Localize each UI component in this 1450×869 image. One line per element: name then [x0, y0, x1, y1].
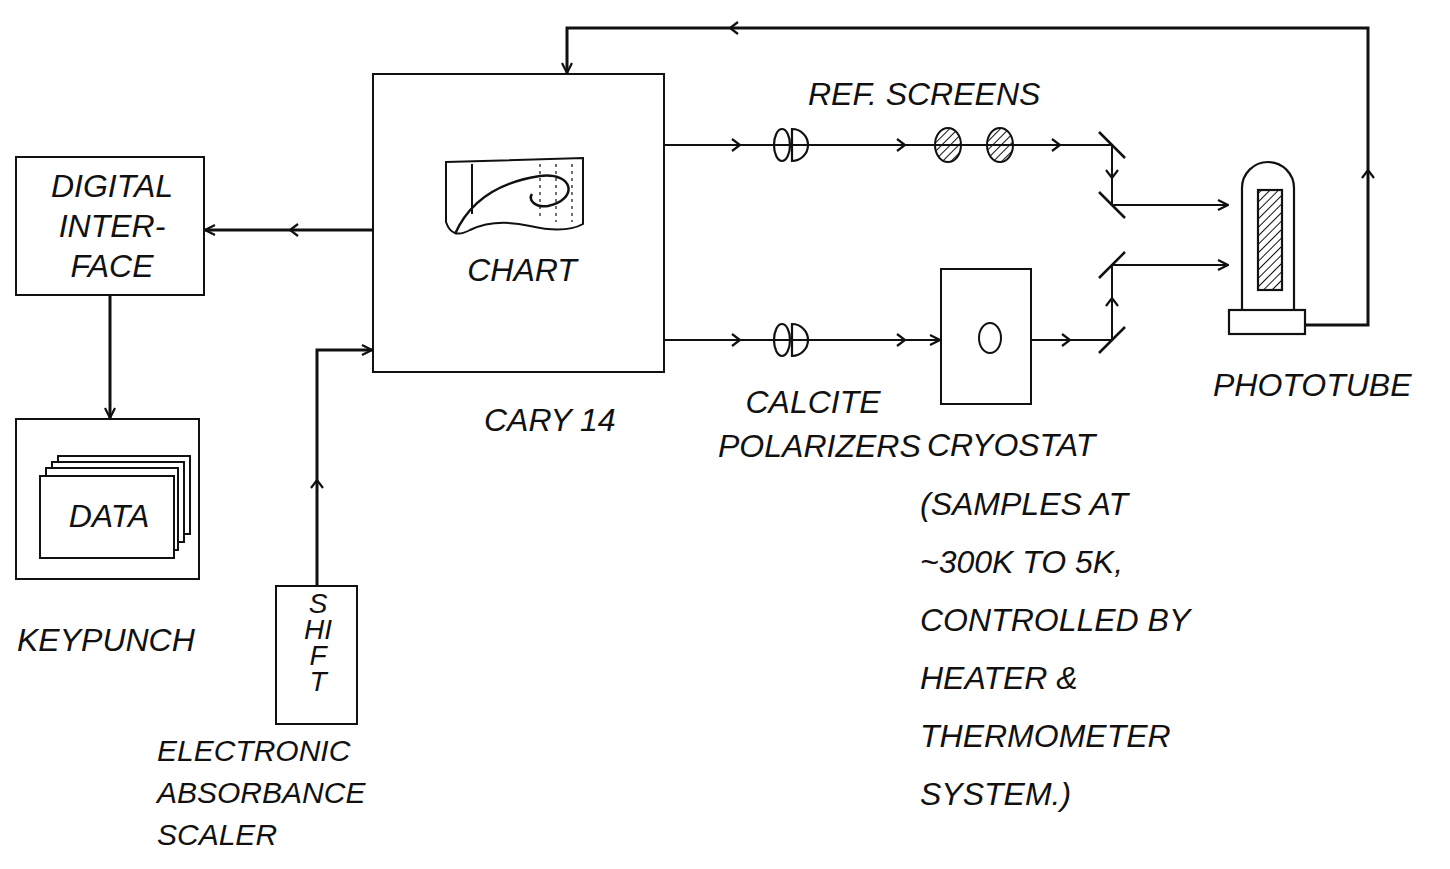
phototube: PHOTOTUBE: [1228, 160, 1305, 335]
connector: [1032, 265, 1228, 340]
connector: [567, 28, 1368, 325]
connector: [665, 339, 940, 341]
node-label: SHIFT: [304, 591, 332, 695]
connector: [109, 296, 112, 418]
chart-picture: [446, 158, 583, 234]
keypunch-box: DATAKEYPUNCH: [15, 418, 200, 580]
cryostat-box: CRYOSTAT(SAMPLES AT ~300K TO 5K, CONTROL…: [940, 268, 1032, 405]
interface-box: DIGITAL INTER- FACE: [15, 156, 205, 296]
calcite-polarizer: [774, 129, 808, 356]
part-label: CALCITE POLARIZERS: [718, 380, 908, 468]
chart-recorder: CHART: [442, 152, 602, 302]
connector: [317, 350, 372, 585]
data-cards: [40, 456, 190, 558]
phototube-symbol: [1229, 162, 1305, 334]
node-label: CRYOSTAT: [927, 425, 1095, 465]
flow-arrowhead: [290, 22, 1374, 488]
connector: [665, 145, 1228, 205]
sample-window: [979, 323, 1001, 353]
node-caption: (SAMPLES AT ~300K TO 5K, CONTROLLED BY H…: [920, 475, 1230, 823]
connector: [205, 229, 372, 232]
node-label: CHART: [442, 250, 602, 290]
scaler-box: SHIFTELECTRONIC ABSORBANCE SCALER: [275, 585, 358, 725]
node-caption: ELECTRONIC ABSORBANCE SCALER: [157, 730, 427, 856]
node-label: PHOTOTUBE: [1213, 365, 1412, 405]
node-caption: KEYPUNCH: [17, 620, 195, 660]
node-label: DIGITAL INTER- FACE: [27, 166, 197, 286]
spectrophotometer-box: CHARTCARY 14: [372, 73, 665, 373]
node-label: CARY 14: [484, 400, 616, 440]
node-label: DATA: [42, 496, 176, 536]
part-label: REF. SCREENS: [808, 72, 1040, 116]
